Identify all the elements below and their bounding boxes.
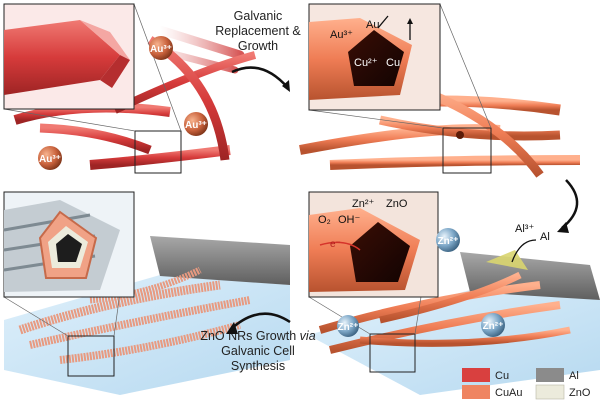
zno-coated-tube [29, 296, 251, 349]
zn2-ion-ball: Zn²⁺ [436, 228, 460, 252]
svg-text:ZnO: ZnO [569, 387, 591, 399]
al-foil [150, 236, 290, 285]
zno-coated-tube [18, 280, 221, 335]
cuau-tube [379, 271, 522, 324]
legend-item-al: Al [536, 368, 579, 382]
legend-item-cu: Cu [462, 368, 509, 382]
zoom-region [442, 127, 492, 174]
inset-cuau-cross-section [308, 3, 441, 111]
cu-rod-faded [155, 25, 245, 60]
zn2-ion-ball: Zn²⁺ [337, 315, 359, 337]
svg-text:Growth: Growth [238, 39, 278, 53]
cu-rod [39, 123, 152, 155]
zn2-ion-ball: Zn²⁺ [481, 313, 505, 337]
cu-rod [89, 145, 231, 170]
arrow-head-icon [226, 322, 238, 334]
zoom-region [134, 130, 182, 174]
svg-text:Al: Al [569, 370, 579, 382]
cuau-tube [299, 124, 501, 155]
step-label-zno-growth: ZnO NRs Growth via Galvanic Cell Synthes… [200, 329, 315, 373]
svg-text:Au: Au [366, 19, 379, 31]
svg-text:e⁻: e⁻ [330, 239, 341, 250]
svg-text:Au³⁺: Au³⁺ [150, 44, 172, 55]
svg-text:Au³⁺: Au³⁺ [330, 29, 353, 41]
al3-label: Al³⁺ [515, 223, 534, 235]
svg-text:Zn²⁺: Zn²⁺ [352, 198, 375, 210]
svg-text:Au³⁺: Au³⁺ [185, 120, 207, 131]
zoom-region [369, 333, 416, 373]
svg-text:Cu: Cu [495, 370, 509, 382]
arrow-head-icon [557, 222, 569, 233]
au3-ion-ball: Au³⁺ [149, 36, 173, 60]
arrow-step-1 [231, 66, 289, 89]
cuau-tube [359, 326, 571, 347]
svg-text:Cu: Cu [386, 57, 400, 69]
inset-cu-cross-section [3, 3, 135, 110]
zoom-region [67, 335, 115, 377]
up-arrow-icon [407, 18, 413, 24]
svg-text:Cu²⁺: Cu²⁺ [354, 57, 378, 69]
cuau-tube [329, 155, 581, 170]
panel-cu-nanowires: Au³⁺ Au³⁺ Au³⁺ [3, 3, 257, 174]
inset-zno-nanorod-shell [3, 191, 135, 298]
al-label: Al [540, 231, 550, 243]
arrow-step-2 [561, 179, 579, 229]
svg-text:Zn²⁺: Zn²⁺ [338, 322, 359, 333]
arrow-head-icon [282, 80, 290, 92]
svg-text:O₂: O₂ [318, 214, 331, 226]
inset-annotations: Au³⁺ Au Cu²⁺ Cu [330, 15, 413, 69]
svg-text:Replacement &: Replacement & [215, 24, 301, 38]
svg-text:Zn²⁺: Zn²⁺ [483, 321, 504, 332]
svg-text:OH⁻: OH⁻ [338, 214, 361, 226]
svg-text:Galvanic: Galvanic [234, 9, 283, 23]
panel-galvanic-cell: e⁻ Zn²⁺ ZnO O₂ OH⁻ Zn²⁺ Zn²⁺ Zn²⁺ Al³⁺ A… [308, 191, 600, 395]
cuau-tube [379, 115, 561, 141]
svg-text:CuAu: CuAu [495, 387, 523, 399]
svg-text:ZnO NRs Growth via: ZnO NRs Growth via [200, 329, 315, 343]
panel-cuau-nanotubes: Au³⁺ Au Cu²⁺ Cu [299, 3, 581, 178]
inset-zno-nucleation: e⁻ Zn²⁺ ZnO O₂ OH⁻ [308, 191, 439, 298]
zno-coated-tube [89, 266, 202, 304]
svg-text:Galvanic Cell: Galvanic Cell [221, 344, 295, 358]
step-label-galvanic-replacement: Galvanic Replacement & Growth [215, 9, 301, 53]
svg-text:Zn²⁺: Zn²⁺ [438, 236, 459, 247]
legend-item-zno: ZnO [535, 384, 591, 400]
au3-ion-ball: Au³⁺ [184, 112, 208, 136]
au3-ion-ball: Au³⁺ [38, 146, 62, 170]
legend: Cu Al CuAu ZnO [462, 368, 591, 400]
svg-text:ZnO: ZnO [386, 198, 408, 210]
zno-coated-tube [59, 321, 242, 364]
panel-zno-nanorods [3, 191, 290, 395]
arrow-step-3 [229, 312, 291, 331]
svg-text:Synthesis: Synthesis [231, 359, 285, 373]
legend-item-cuau: CuAu [462, 385, 523, 399]
svg-text:Au³⁺: Au³⁺ [39, 154, 61, 165]
